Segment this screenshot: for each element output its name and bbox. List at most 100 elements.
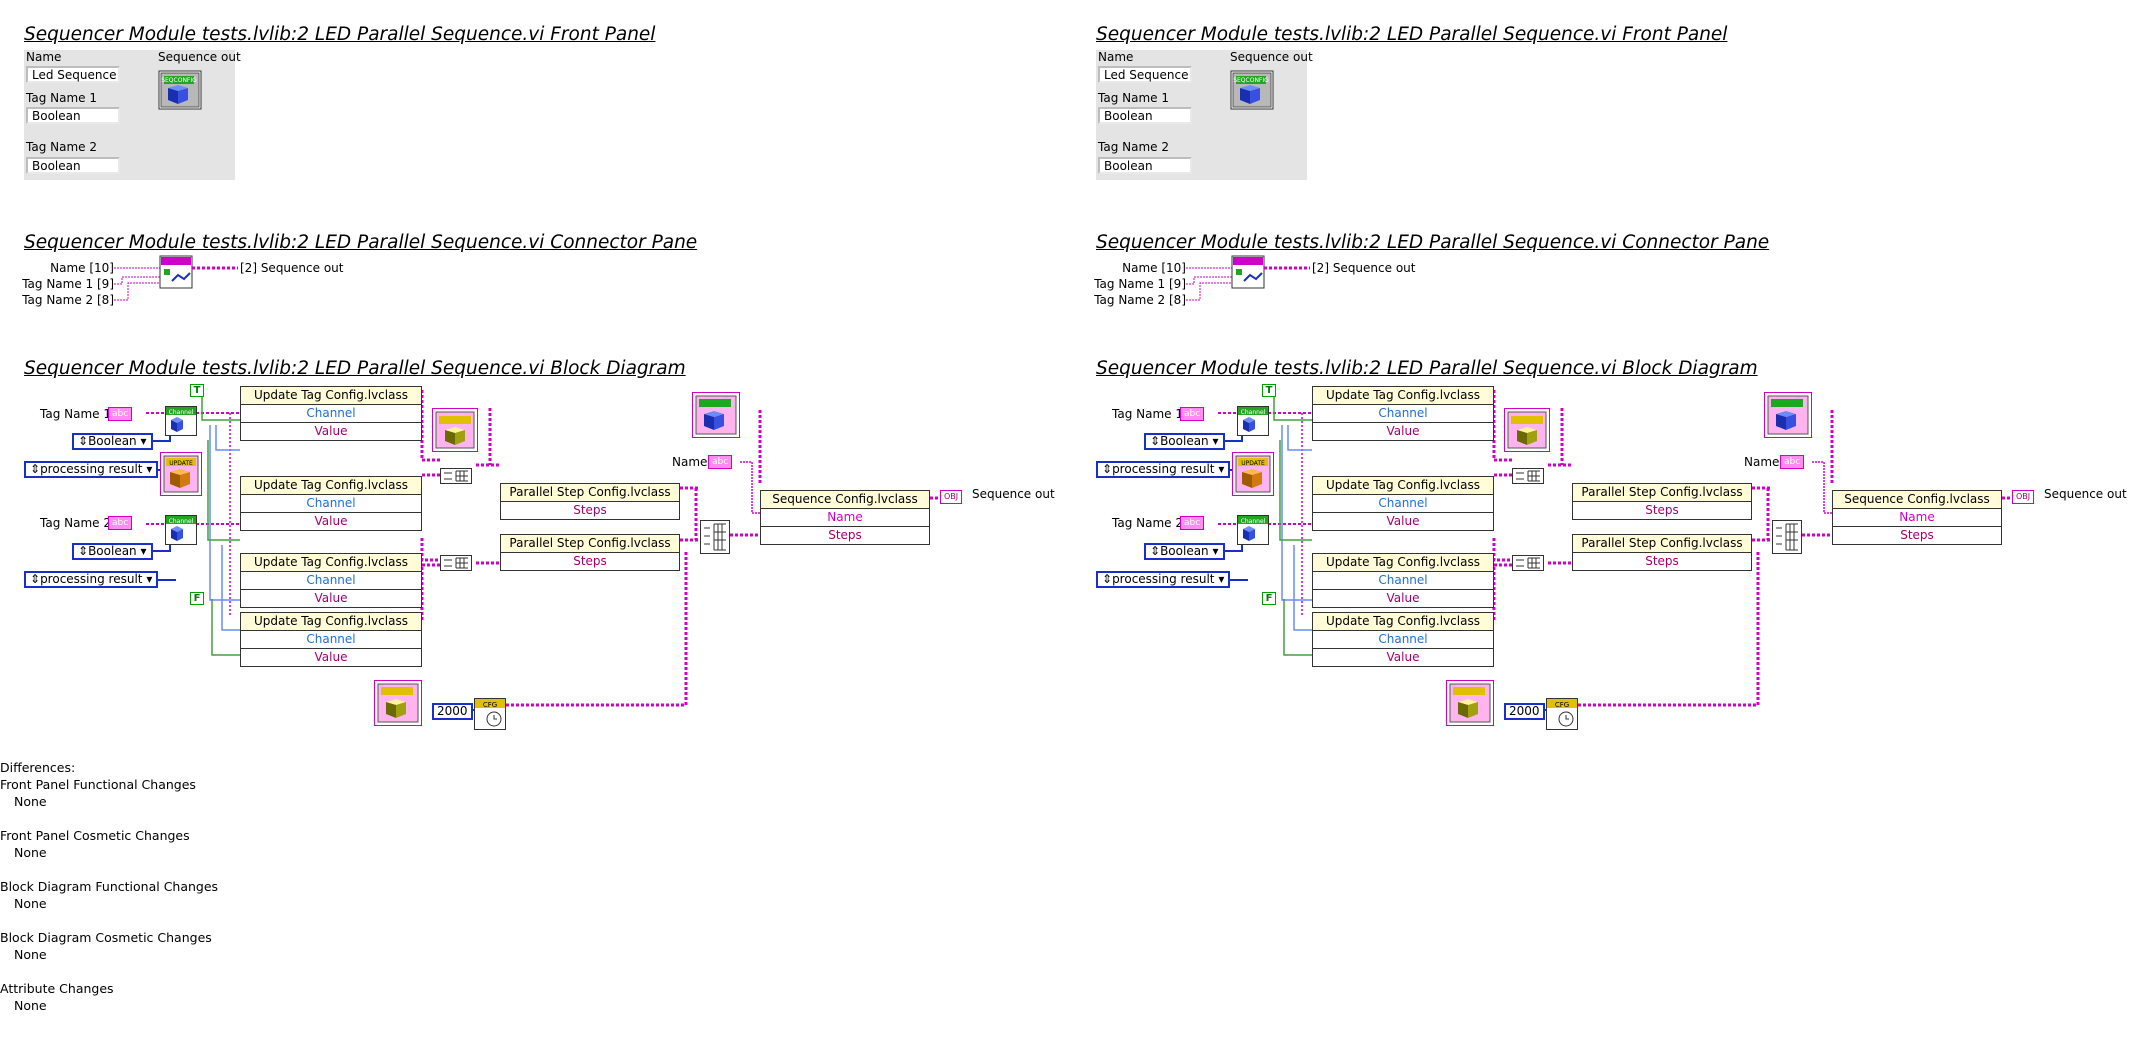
update-constant-icon[interactable]: UPDATE: [1232, 452, 1274, 496]
cp-output-seq: [2] Sequence out: [1312, 261, 1416, 275]
sequence-out-indicator-icon[interactable]: SEQCONFIG: [158, 70, 202, 110]
tag-name-2-label: Tag Name 2: [26, 140, 97, 154]
step-constant-icon[interactable]: [1504, 408, 1550, 452]
update-tag-node-4-header: Update Tag Config.lvclass: [241, 613, 421, 631]
update-tag-node-3-header: Update Tag Config.lvclass: [241, 554, 421, 572]
wait-step-icon[interactable]: CFG: [474, 698, 506, 730]
bd-enum-boolean-2[interactable]: ⇕Boolean ▾: [1144, 543, 1225, 560]
bd-seq-out-terminal[interactable]: OBJ: [940, 490, 963, 504]
bd-tag-name-2-terminal[interactable]: abc: [1180, 516, 1205, 530]
bd-tag-name-2-terminal[interactable]: abc: [108, 516, 133, 530]
update-tag-node-1-value: Value: [1386, 424, 1420, 438]
cp-input-name: Name [10]: [50, 261, 114, 275]
parallel-step-node-2[interactable]: Parallel Step Config.lvclass Steps: [500, 534, 680, 571]
build-array-1-icon[interactable]: [1512, 468, 1544, 484]
enum-boolean-2-text: Boolean: [88, 544, 137, 558]
sequence-config-node-name: Name: [761, 509, 929, 527]
wait-step-icon[interactable]: CFG: [1546, 698, 1578, 730]
parallel-step-node-1[interactable]: Parallel Step Config.lvclass Steps: [500, 483, 680, 520]
build-array-1-icon[interactable]: [440, 468, 472, 484]
parallel-step-node-2-header: Parallel Step Config.lvclass: [501, 535, 679, 553]
bd-name-terminal[interactable]: abc: [1780, 455, 1805, 469]
differences-title: Differences:: [0, 760, 76, 775]
bd-seq-out-terminal[interactable]: OBJ: [2012, 490, 2035, 504]
bd-enum-boolean-1[interactable]: ⇕Boolean ▾: [1144, 433, 1225, 450]
tag-name-2-control[interactable]: Boolean: [1098, 157, 1192, 174]
bd-true-constant[interactable]: T: [1262, 384, 1276, 397]
build-array-3-icon[interactable]: [700, 520, 730, 554]
cfg-constant-icon[interactable]: [1446, 680, 1494, 726]
bd-2000-constant[interactable]: 2000: [1504, 703, 1545, 720]
bd-true-constant[interactable]: T: [190, 384, 204, 397]
update-tag-node-2-value: Value: [1386, 514, 1420, 528]
name-string-control[interactable]: Led Sequence: [1098, 66, 1192, 83]
bd-name-terminal[interactable]: abc: [708, 455, 733, 469]
update-tag-node-3[interactable]: Update Tag Config.lvclass Channel Value: [240, 553, 422, 608]
name-string-control[interactable]: Led Sequence: [26, 66, 120, 83]
bd-tag-name-1-terminal[interactable]: abc: [108, 407, 133, 421]
tag-name-1-label: Tag Name 1: [26, 91, 97, 105]
cp-input-tag1: Tag Name 1 [9]: [1094, 277, 1186, 291]
parallel-step-node-1-header: Parallel Step Config.lvclass: [1573, 484, 1751, 502]
bd-tag-name-1-terminal[interactable]: abc: [1180, 407, 1205, 421]
bd-false-constant[interactable]: F: [1262, 592, 1276, 605]
enum-arrows-icon: ⇕: [1102, 462, 1113, 476]
name-label: Name: [26, 50, 62, 64]
enum-processing-2-text: processing result: [1112, 572, 1215, 586]
build-array-3-icon[interactable]: [1772, 520, 1802, 554]
sequence-constant-icon[interactable]: [692, 392, 740, 438]
block-diagram: Tag Name 1 abc ⇕Boolean ▾ ⇕processing re…: [1072, 380, 2127, 740]
channel-constructor-2-icon[interactable]: Channel: [1237, 515, 1269, 545]
parallel-step-node-2[interactable]: Parallel Step Config.lvclass Steps: [1572, 534, 1752, 571]
connector-pane: Name [10] Tag Name 1 [9] Tag Name 2 [8] …: [0, 255, 400, 315]
bd-enum-processing-2[interactable]: ⇕processing result ▾: [24, 571, 159, 588]
channel-constructor-1-icon[interactable]: Channel: [1237, 406, 1269, 436]
update-tag-node-2[interactable]: Update Tag Config.lvclass Channel Value: [240, 476, 422, 531]
parallel-step-node-1[interactable]: Parallel Step Config.lvclass Steps: [1572, 483, 1752, 520]
cp-input-name: Name [10]: [1122, 261, 1186, 275]
channel-constructor-2-icon[interactable]: Channel: [165, 515, 197, 545]
build-array-2-icon[interactable]: [1512, 555, 1544, 571]
enum-arrows-icon: ⇕: [1150, 434, 1161, 448]
fp-functional-heading: Front Panel Functional Changes: [0, 777, 196, 792]
sequence-config-node[interactable]: Sequence Config.lvclass Name Steps: [760, 490, 930, 545]
svg-text:UPDATE: UPDATE: [1241, 460, 1265, 467]
left-vi-pane: Sequencer Module tests.lvlib:2 LED Paral…: [0, 0, 1055, 760]
bd-enum-processing-1[interactable]: ⇕processing result ▾: [24, 461, 159, 478]
sequence-out-indicator-icon[interactable]: SEQCONFIG: [1230, 70, 1274, 110]
update-tag-node-1-value: Value: [314, 424, 348, 438]
bd-enum-boolean-1[interactable]: ⇕Boolean ▾: [72, 433, 153, 450]
step-constant-icon[interactable]: [432, 408, 478, 452]
cfg-constant-icon[interactable]: [374, 680, 422, 726]
sequence-config-node[interactable]: Sequence Config.lvclass Name Steps: [1832, 490, 2002, 545]
enum-arrows-icon: ⇕: [78, 544, 89, 558]
update-tag-node-1[interactable]: Update Tag Config.lvclass Channel Value: [1312, 386, 1494, 441]
sequence-constant-icon[interactable]: [1764, 392, 1812, 438]
tag-name-1-control[interactable]: Boolean: [26, 107, 120, 124]
sequence-config-node-name: Name: [1833, 509, 2001, 527]
tag-name-2-control[interactable]: Boolean: [26, 157, 120, 174]
tag-name-1-label: Tag Name 1: [1098, 91, 1169, 105]
svg-text:Channel: Channel: [1241, 518, 1266, 525]
bd-enum-processing-2[interactable]: ⇕processing result ▾: [1096, 571, 1231, 588]
build-array-2-icon[interactable]: [440, 555, 472, 571]
connector-wires: [1186, 255, 1310, 301]
tag-name-2-label: Tag Name 2: [1098, 140, 1169, 154]
update-tag-node-1[interactable]: Update Tag Config.lvclass Channel Value: [240, 386, 422, 441]
bd-enum-boolean-2[interactable]: ⇕Boolean ▾: [72, 543, 153, 560]
bd-false-constant[interactable]: F: [190, 592, 204, 605]
block-diagram-title: Sequencer Module tests.lvlib:2 LED Paral…: [24, 358, 686, 379]
seq-icon-caption: SEQCONFIG: [1233, 77, 1269, 84]
update-constant-icon[interactable]: UPDATE: [160, 452, 202, 496]
vi-connector-icon: [1231, 255, 1265, 289]
channel-constructor-1-icon[interactable]: Channel: [165, 406, 197, 436]
update-tag-node-3-value: Value: [1386, 591, 1420, 605]
bd-enum-processing-1[interactable]: ⇕processing result ▾: [1096, 461, 1231, 478]
update-tag-node-2[interactable]: Update Tag Config.lvclass Channel Value: [1312, 476, 1494, 531]
update-tag-node-4[interactable]: Update Tag Config.lvclass Channel Value: [1312, 612, 1494, 667]
bd-name-label: Name: [672, 455, 708, 469]
bd-2000-constant[interactable]: 2000: [432, 703, 473, 720]
tag-name-1-control[interactable]: Boolean: [1098, 107, 1192, 124]
update-tag-node-3[interactable]: Update Tag Config.lvclass Channel Value: [1312, 553, 1494, 608]
update-tag-node-4[interactable]: Update Tag Config.lvclass Channel Value: [240, 612, 422, 667]
